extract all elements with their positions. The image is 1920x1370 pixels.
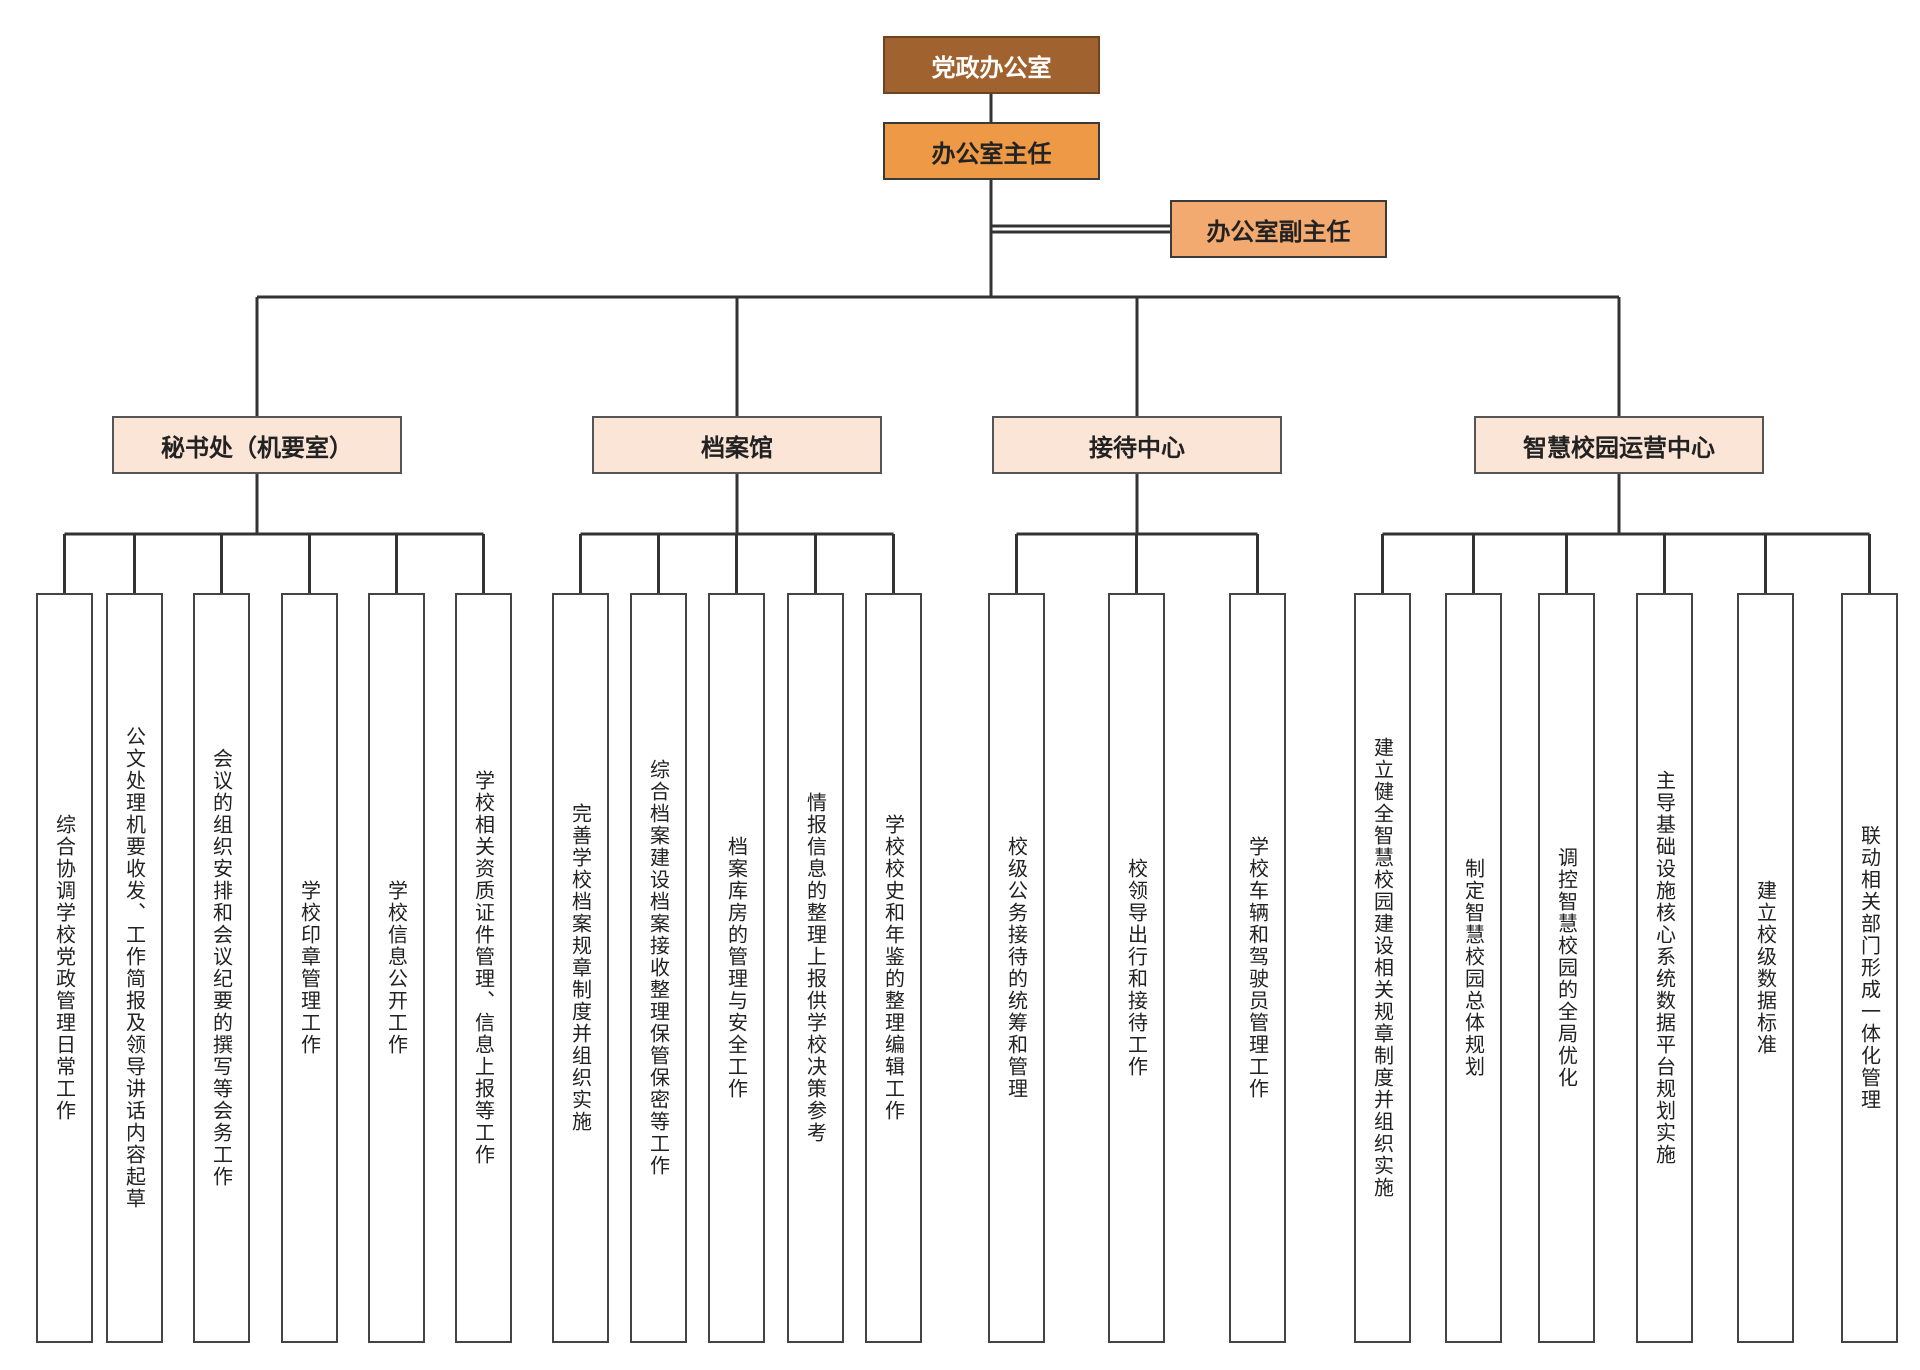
duty-box: 情报信息的整理上报供学校决策参考 [787, 593, 844, 1343]
duty-box: 档案库房的管理与安全工作 [708, 593, 765, 1343]
duty-text: 学校相关资质证件管理、信息上报等工作 [471, 770, 496, 1166]
duty-text: 综合档案建设档案接收整理保管保密等工作 [646, 759, 671, 1177]
duty-text: 制定智慧校园总体规划 [1461, 858, 1486, 1078]
department-smart-campus: 智慧校园运营中心 [1474, 416, 1764, 474]
duty-box: 学校校史和年鉴的整理编辑工作 [865, 593, 922, 1343]
department-secretariat: 秘书处（机要室） [112, 416, 402, 474]
duty-box: 调控智慧校园的全局优化 [1538, 593, 1595, 1343]
duty-box: 完善学校档案规章制度并组织实施 [552, 593, 609, 1343]
duty-box: 制定智慧校园总体规划 [1445, 593, 1502, 1343]
duty-box: 建立校级数据标准 [1737, 593, 1794, 1343]
duty-text: 校级公务接待的统筹和管理 [1004, 836, 1029, 1100]
duty-text: 建立健全智慧校园建设相关规章制度并组织实施 [1370, 737, 1395, 1199]
duty-text: 档案库房的管理与安全工作 [724, 836, 749, 1100]
duty-box: 学校车辆和驾驶员管理工作 [1229, 593, 1286, 1343]
duty-text: 学校校史和年鉴的整理编辑工作 [881, 814, 906, 1122]
duty-text: 学校车辆和驾驶员管理工作 [1245, 836, 1270, 1100]
duty-text: 完善学校档案规章制度并组织实施 [568, 803, 593, 1133]
duty-box: 综合协调学校党政管理日常工作 [36, 593, 93, 1343]
duty-text: 情报信息的整理上报供学校决策参考 [803, 792, 828, 1144]
vice-director-node: 办公室副主任 [1170, 200, 1387, 258]
duty-box: 校级公务接待的统筹和管理 [988, 593, 1045, 1343]
duty-text: 调控智慧校园的全局优化 [1554, 847, 1579, 1089]
duty-box: 学校印章管理工作 [281, 593, 338, 1343]
duty-text: 学校印章管理工作 [297, 880, 322, 1056]
duty-text: 学校信息公开工作 [384, 880, 409, 1056]
duty-text: 综合协调学校党政管理日常工作 [52, 814, 77, 1122]
duty-box: 学校相关资质证件管理、信息上报等工作 [455, 593, 512, 1343]
department-archives: 档案馆 [592, 416, 882, 474]
director-node: 办公室主任 [883, 122, 1100, 180]
duty-text: 联动相关部门形成一体化管理 [1857, 825, 1882, 1111]
duty-box: 会议的组织安排和会议纪要的撰写等会务工作 [193, 593, 250, 1343]
duty-text: 会议的组织安排和会议纪要的撰写等会务工作 [209, 748, 234, 1188]
duty-box: 综合档案建设档案接收整理保管保密等工作 [630, 593, 687, 1343]
duty-text: 主导基础设施核心系统数据平台规划实施 [1652, 770, 1677, 1166]
root-node: 党政办公室 [883, 36, 1100, 94]
duty-box: 学校信息公开工作 [368, 593, 425, 1343]
duty-box: 主导基础设施核心系统数据平台规划实施 [1636, 593, 1693, 1343]
duty-text: 公文处理机要收发、工作简报及领导讲话内容起草 [122, 726, 147, 1210]
duty-text: 建立校级数据标准 [1753, 880, 1778, 1056]
duty-box: 联动相关部门形成一体化管理 [1841, 593, 1898, 1343]
duty-box: 公文处理机要收发、工作简报及领导讲话内容起草 [106, 593, 163, 1343]
department-reception: 接待中心 [992, 416, 1282, 474]
duty-text: 校领导出行和接待工作 [1124, 858, 1149, 1078]
duty-box: 建立健全智慧校园建设相关规章制度并组织实施 [1354, 593, 1411, 1343]
duty-box: 校领导出行和接待工作 [1108, 593, 1165, 1343]
